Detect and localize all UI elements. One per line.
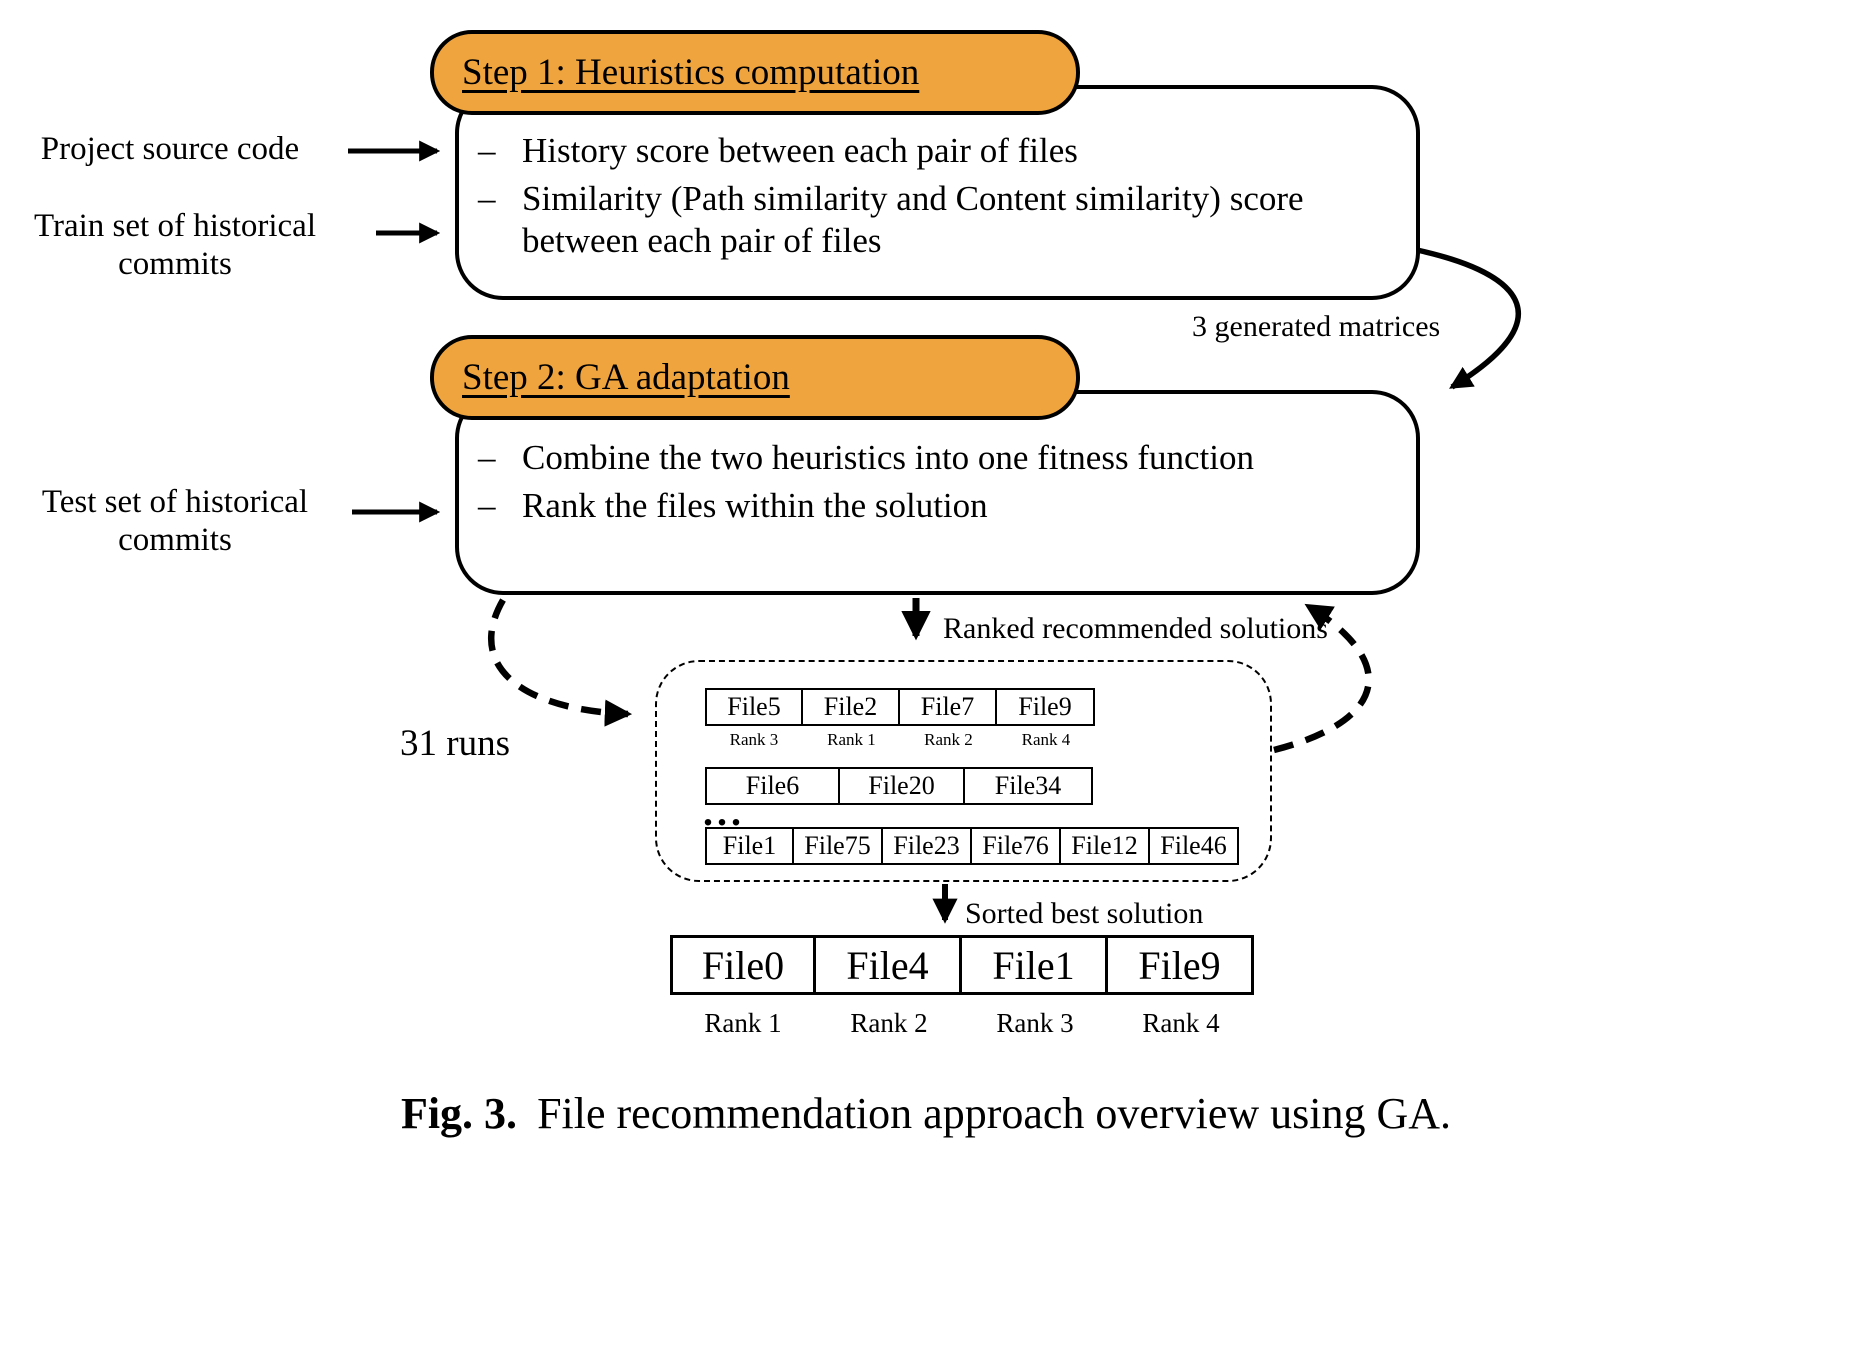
file-cell: File9 bbox=[1108, 935, 1254, 995]
figure-caption-text: File recommendation approach overview us… bbox=[537, 1089, 1452, 1138]
file-cell: File6 bbox=[705, 767, 840, 805]
step2-bullet-2: – Rank the files within the solution bbox=[478, 485, 1268, 527]
figure-caption: Fig. 3. File recommendation approach over… bbox=[0, 1088, 1852, 1139]
bullet-dash: – bbox=[478, 486, 496, 525]
file-cell: File1 bbox=[705, 827, 794, 865]
best-solution-table: File0 File4 File1 File9 bbox=[670, 935, 1254, 995]
sorted-best-label: Sorted best solution bbox=[965, 897, 1204, 930]
solutions-row-1-ranks: Rank 3 Rank 1 Rank 2 Rank 4 bbox=[705, 730, 1095, 750]
file-cell: File2 bbox=[803, 688, 900, 726]
generated-matrices-label: 3 generated matrices bbox=[1192, 310, 1441, 343]
file-cell: File76 bbox=[972, 827, 1061, 865]
rank-label: Rank 4 bbox=[1021, 730, 1071, 749]
ellipsis: ... bbox=[703, 789, 745, 834]
step2-tab: Step 2: GA adaptation bbox=[430, 335, 1080, 420]
file-cell: File4 bbox=[816, 935, 962, 995]
input-test-set: Test set of historical commits bbox=[41, 484, 309, 559]
ranked-solutions-label: Ranked recommended solutions bbox=[943, 612, 1328, 645]
step1-title: Step 1: Heuristics computation bbox=[462, 52, 920, 93]
runs-label: 31 runs bbox=[400, 723, 510, 764]
rank-label: Rank 2 bbox=[924, 730, 973, 749]
input-train-set: Train set of historical commits bbox=[34, 208, 316, 283]
bullet-dash: – bbox=[478, 438, 496, 477]
file-cell: File34 bbox=[965, 767, 1093, 805]
file-cell: File5 bbox=[705, 688, 803, 726]
solutions-row-3: File1 File75 File23 File76 File12 File46 bbox=[705, 827, 1239, 865]
step1-bullet-1: – History score between each pair of fil… bbox=[478, 130, 1402, 172]
step2-bullets: – Combine the two heuristics into one fi… bbox=[478, 437, 1268, 533]
bullet-dash: – bbox=[478, 179, 496, 218]
best-solution-ranks: Rank 1 Rank 2 Rank 3 Rank 4 bbox=[670, 1008, 1254, 1039]
file-cell: File0 bbox=[670, 935, 816, 995]
step2-bullet-1: – Combine the two heuristics into one fi… bbox=[478, 437, 1268, 479]
rank-label: Rank 2 bbox=[850, 1008, 928, 1038]
bullet-dash: – bbox=[478, 131, 496, 170]
step1-bullet-1-text: History score between each pair of files bbox=[522, 131, 1078, 170]
step2-title: Step 2: GA adaptation bbox=[462, 357, 790, 398]
rank-label: Rank 1 bbox=[827, 730, 876, 749]
step1-bullet-2: – Similarity (Path similarity and Conten… bbox=[478, 178, 1402, 262]
file-cell: File12 bbox=[1061, 827, 1150, 865]
rank-label: Rank 3 bbox=[996, 1008, 1074, 1038]
dashed-arrow-runs-left bbox=[488, 598, 633, 727]
step1-bullet-2-text: Similarity (Path similarity and Content … bbox=[522, 179, 1304, 260]
step2-bullet-1-text: Combine the two heuristics into one fitn… bbox=[522, 438, 1254, 477]
step1-tab: Step 1: Heuristics computation bbox=[430, 30, 1080, 115]
file-cell: File20 bbox=[840, 767, 965, 805]
file-cell: File1 bbox=[962, 935, 1108, 995]
solutions-row-1: File5 File2 File7 File9 bbox=[705, 688, 1095, 726]
rank-label: Rank 4 bbox=[1142, 1008, 1220, 1038]
step1-bullets: – History score between each pair of fil… bbox=[478, 130, 1402, 268]
figure-caption-label: Fig. 3. bbox=[400, 1089, 518, 1138]
file-cell: File46 bbox=[1150, 827, 1239, 865]
file-cell: File23 bbox=[883, 827, 972, 865]
file-cell: File7 bbox=[900, 688, 997, 726]
rank-label: Rank 1 bbox=[704, 1008, 782, 1038]
rank-label: Rank 3 bbox=[729, 730, 779, 749]
solutions-row-2: File6 File20 File34 bbox=[705, 767, 1093, 805]
step2-bullet-2-text: Rank the files within the solution bbox=[522, 486, 988, 525]
step2-box bbox=[455, 390, 1420, 595]
file-cell: File9 bbox=[997, 688, 1095, 726]
file-cell: File75 bbox=[794, 827, 883, 865]
input-project-source-code: Project source code bbox=[40, 131, 300, 167]
